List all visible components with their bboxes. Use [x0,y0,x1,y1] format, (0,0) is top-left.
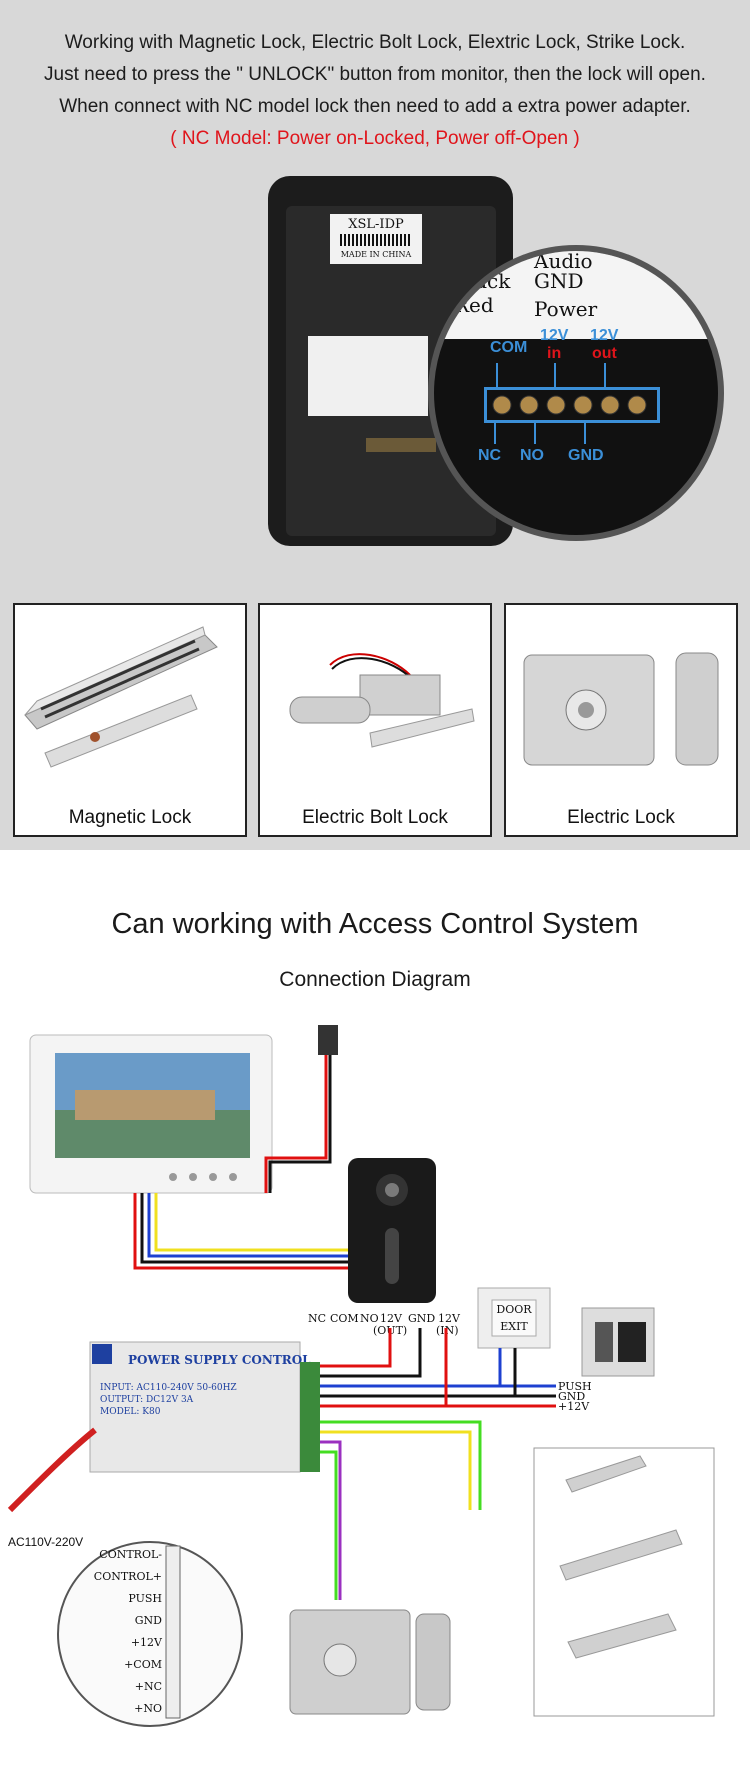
intro-line-2: Just need to press the " UNLOCK" button … [44,64,706,85]
psu-title: POWER SUPPLY CONTROL [128,1353,311,1367]
svg-text:NO: NO [360,1312,379,1325]
watermark-text: diy-store [309,1048,531,1113]
svg-text:INPUT: AC110-240V 50-60HZ: INPUT: AC110-240V 50-60HZ [100,1383,237,1393]
svg-text:GND: GND [408,1312,435,1325]
svg-text:12V: 12V [438,1312,461,1325]
out-label: out [592,345,617,362]
svg-text:PUSH: PUSH [128,1592,162,1605]
no-label: NO [520,447,544,464]
svg-text:EXIT: EXIT [500,1320,528,1333]
svg-text:GND: GND [135,1614,162,1627]
connection-diagram: diy-store NC COM NO 12V GND 12V (OUT) (I… [0,1010,750,1772]
wire-red-label: Red [454,293,494,317]
keypad-wire-labels: PUSH GND +12V [558,1380,592,1413]
svg-text:CONTROL+: CONTROL+ [94,1570,162,1583]
in-label: in [547,345,562,362]
section-title: Can working with Access Control System [111,908,639,940]
svg-text:+12V: +12V [131,1636,163,1649]
indoor-monitor [29,1034,273,1194]
wire-gnd-label: GND [534,269,584,293]
wiring-label-paper [434,251,718,339]
magnetic-lock-icon [24,626,218,768]
lock-options-box [533,1447,715,1717]
product-info-section: Working with Magnetic Lock, Electric Bol… [0,0,750,850]
door-exit-button: DOOR EXIT [477,1287,551,1349]
svg-text:OUTPUT: DC12V 3A: OUTPUT: DC12V 3A [100,1395,194,1405]
model-text: XSL-IDP [348,217,404,232]
bolt-lock-icon [289,653,475,748]
terminal-sticker [308,336,428,416]
svg-text:CONTROL-: CONTROL- [99,1548,162,1561]
wire-audio-label: Audio [534,249,593,273]
wire-black-label: Black [454,269,511,293]
product-label: XSL-IDP MADE IN CHINA [330,214,422,264]
camera-terminal-labels: NC COM NO 12V GND 12V (OUT) (IN) [308,1312,461,1337]
barcode-icon [340,234,412,246]
door-camera [348,1158,436,1303]
power-supply-control: POWER SUPPLY CONTROL INPUT: AC110-240V 5… [89,1341,320,1473]
card-electric-bolt-lock: Electric Bolt Lock [258,603,492,837]
12v-out-label: 12V [590,327,619,344]
svg-text:DOOR: DOOR [496,1303,532,1316]
svg-text:PUSH: PUSH [558,1380,592,1393]
12v-in-label: 12V [540,327,569,344]
svg-text:+NC: +NC [135,1680,162,1693]
svg-text:GND: GND [558,1390,585,1403]
access-keypad [581,1307,655,1377]
svg-text:+COM: +COM [124,1658,162,1671]
ac-input-label: AC110V-220V [8,1535,83,1549]
terminal-screws [484,387,660,423]
card-magnetic-lock: Magnetic Lock [13,603,247,837]
magnetic-lock-caption: Magnetic Lock [68,807,192,828]
svg-text:+12V: +12V [558,1400,590,1413]
psu-terminal-zoom: CONTROL- CONTROL+ PUSH GND +12V +COM +NC… [57,1541,243,1727]
com-label: COM [490,339,528,356]
terminal-zoom-view: Audio Black GND Red Power COM 12V in 12V… [428,245,724,541]
intro-line-1: Working with Magnetic Lock, Electric Bol… [64,32,686,53]
svg-text:COM: COM [330,1312,359,1325]
connected-electric-lock [289,1609,451,1715]
nc-model-note: ( NC Model: Power on-Locked, Power off-O… [170,128,580,149]
power-adapter [318,1025,338,1055]
intro-line-3: When connect with NC model lock then nee… [59,96,691,117]
nc-label: NC [478,447,502,464]
svg-text:NC: NC [308,1312,326,1325]
terminal-block [366,438,436,452]
electric-lock-caption: Electric Lock [567,807,675,828]
gnd-label: GND [568,447,604,464]
card-electric-lock: Electric Lock [504,603,738,837]
made-in-text: MADE IN CHINA [340,250,412,259]
section-subtitle: Connection Diagram [279,968,471,991]
bolt-lock-caption: Electric Bolt Lock [302,807,448,828]
svg-text:12V: 12V [380,1312,403,1325]
svg-text:+NO: +NO [134,1702,162,1715]
svg-text:MODEL: K80: MODEL: K80 [100,1407,161,1417]
electric-lock-icon [523,652,719,766]
wire-power-label: Power [534,297,598,321]
